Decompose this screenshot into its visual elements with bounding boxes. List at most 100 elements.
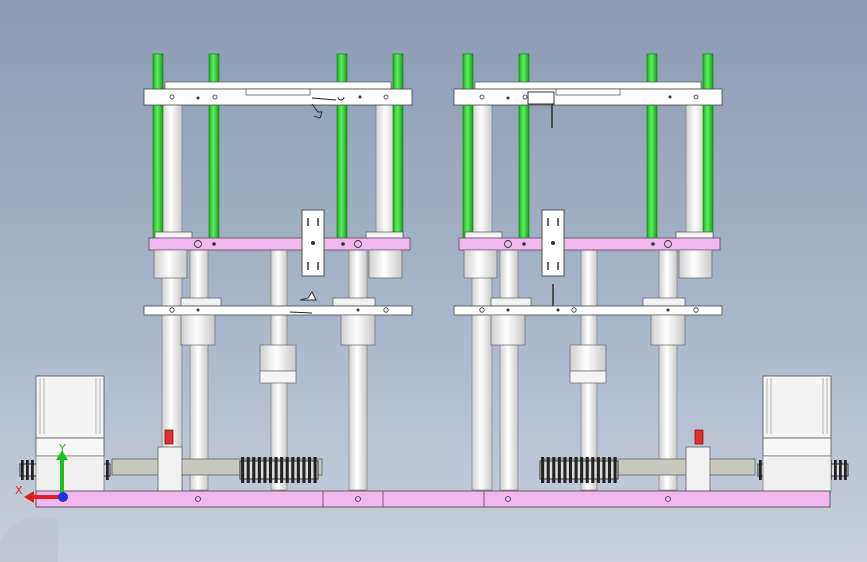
right-module [453, 53, 723, 491]
bolt-hole [383, 94, 389, 100]
bolt-hole [522, 242, 526, 246]
bolt-hole [666, 308, 670, 312]
bolt-hole [556, 308, 560, 312]
belt-tensioner [157, 446, 183, 492]
lead-screw-nut-flange [569, 370, 607, 384]
pulley-tooth [257, 457, 261, 483]
column [348, 249, 368, 491]
pulley-tooth [280, 457, 284, 483]
left-module [143, 53, 413, 491]
pulley-tooth [568, 457, 573, 483]
bolt-hole [504, 240, 512, 248]
bolt-hole [571, 307, 577, 313]
pulley-tooth [268, 457, 273, 483]
lead-screw-nut [569, 344, 607, 372]
belt-tensioner [685, 446, 711, 492]
bolt-hole [479, 94, 485, 100]
bushing [332, 297, 376, 307]
bolt-hole [311, 241, 315, 245]
stepper-motor-left [35, 375, 105, 493]
bolt-hole [664, 240, 672, 248]
pulley-tooth [263, 457, 267, 483]
column [658, 249, 678, 491]
coordinate-triad: Y X [0, 442, 68, 562]
bolt-hole [212, 94, 218, 100]
sensor-bracket [527, 91, 555, 105]
middle-plate [148, 237, 411, 251]
bolt-hole [356, 308, 360, 312]
lower-plate [453, 305, 723, 316]
linear-bearing [490, 314, 526, 346]
sensor-bracket [289, 291, 317, 314]
bolt-hole [665, 496, 671, 502]
linear-bearing [678, 249, 713, 279]
bushing [642, 297, 686, 307]
pulley-tooth [21, 460, 24, 480]
bolt-hole [693, 307, 699, 313]
bolt-hole [354, 240, 362, 248]
lead-screw-nut [259, 344, 297, 372]
pulley-tooth [591, 457, 595, 483]
pulley-tooth [26, 460, 29, 480]
guide-rod [392, 53, 404, 239]
pulley-tooth [274, 457, 278, 483]
guide-rod [462, 53, 474, 239]
bolt-hole [505, 496, 511, 502]
top-plate-slot [555, 88, 621, 96]
top-plate-slot [245, 88, 311, 96]
pulley-tooth [602, 457, 606, 483]
bolt-hole [668, 95, 672, 99]
bolt-hole [355, 496, 361, 502]
drive-train [19, 375, 849, 508]
column [499, 249, 519, 491]
pulley-tooth [296, 457, 300, 483]
guide-rod [208, 53, 220, 239]
bolt-hole [651, 242, 655, 246]
top-plate-rim [474, 81, 702, 90]
clamp-slot [547, 218, 559, 270]
guide-rod [646, 53, 658, 239]
linear-bearing [180, 314, 216, 346]
pulley-tooth [307, 457, 312, 483]
bolt-hole [383, 307, 389, 313]
pulley-tooth [596, 457, 600, 483]
pulley-tooth [580, 457, 584, 483]
pulley-tooth [585, 457, 589, 483]
pulley-tooth [839, 460, 842, 480]
bolt-hole [194, 240, 202, 248]
pulley-tooth [313, 457, 317, 483]
column [471, 103, 493, 491]
bushing [490, 297, 532, 307]
bolt-hole [358, 95, 362, 99]
bushing [180, 297, 222, 307]
pulley-tooth [541, 457, 545, 483]
limit-switch [694, 429, 704, 445]
lead-screw-nut-flange [259, 370, 297, 384]
pulley-tooth [285, 457, 289, 483]
z-axis-dot [58, 492, 68, 502]
guide-rod [702, 53, 714, 239]
bolt-hole [341, 242, 345, 246]
pulley-tooth [291, 457, 295, 483]
base-plate [35, 490, 831, 508]
x-axis-label: X [15, 484, 23, 497]
bolt-hole [196, 308, 200, 312]
guide-rod [152, 53, 164, 239]
linear-bearing [650, 314, 686, 346]
bolt-hole [196, 96, 200, 100]
pulley-tooth [252, 457, 256, 483]
pulley-tooth [246, 457, 250, 483]
pulley-tooth [546, 457, 550, 483]
guide-rod [336, 53, 348, 239]
pulley-tooth [31, 460, 34, 480]
stepper-motor-right [762, 375, 832, 493]
bolt-hole [479, 307, 485, 313]
pulley-tooth [574, 457, 578, 483]
sensor-bracket [311, 96, 345, 119]
pulley-tooth [557, 457, 561, 483]
linear-bearing [340, 314, 376, 346]
column [189, 249, 209, 491]
linear-bearing [153, 249, 188, 279]
bolt-hole [506, 308, 510, 312]
